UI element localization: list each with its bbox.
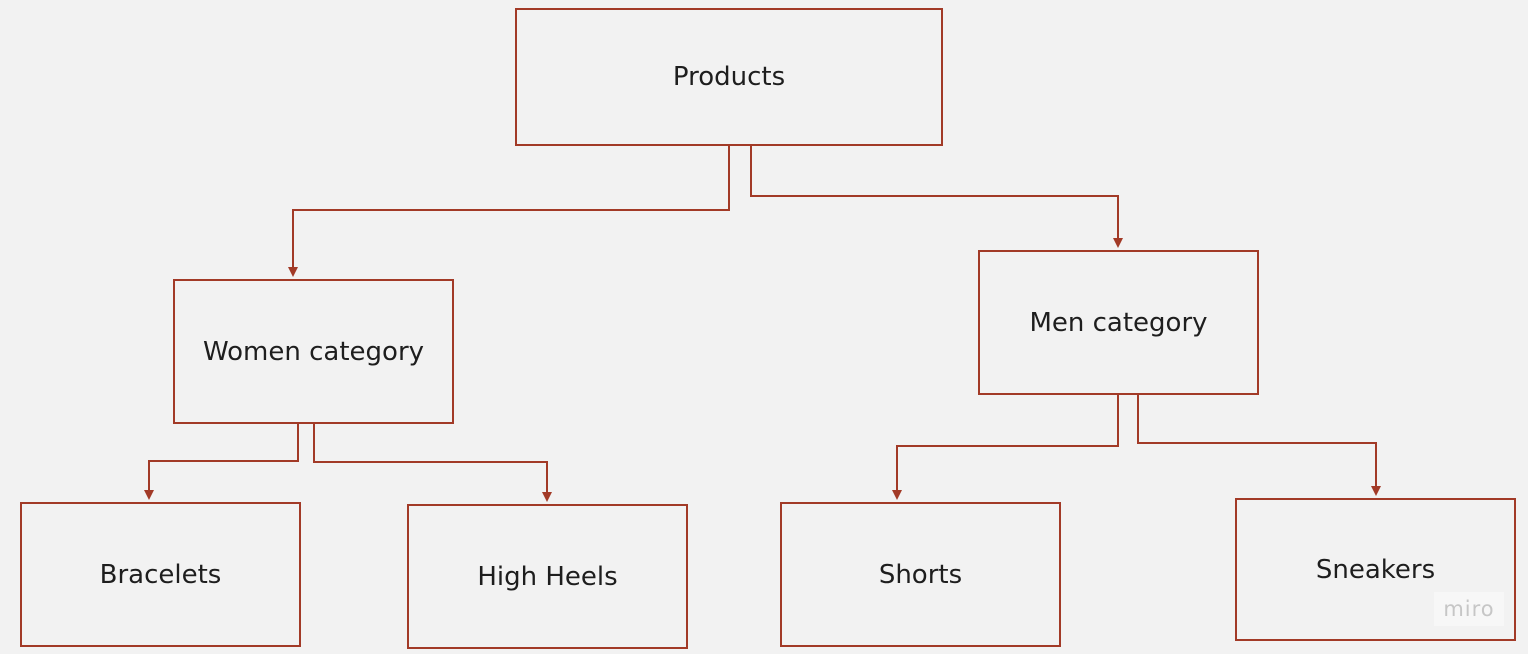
node-shorts-label: Shorts xyxy=(878,559,963,590)
node-bracelets-label: Bracelets xyxy=(99,559,222,590)
node-shorts[interactable]: Shorts xyxy=(780,502,1061,647)
miro-watermark-text: miro xyxy=(1443,597,1495,621)
node-bracelets[interactable]: Bracelets xyxy=(20,502,301,647)
node-men-category[interactable]: Men category xyxy=(978,250,1259,395)
connector-men-shorts xyxy=(892,395,1119,500)
node-products[interactable]: Products xyxy=(515,8,943,146)
node-products-label: Products xyxy=(672,62,786,92)
connector-products-men xyxy=(750,146,1123,248)
node-sneakers-label: Sneakers xyxy=(1315,554,1436,585)
connector-women-bracelets xyxy=(144,424,299,500)
node-high-heels[interactable]: High Heels xyxy=(407,504,688,649)
connector-products-women xyxy=(288,146,730,277)
node-women-category[interactable]: Women category xyxy=(173,279,454,424)
node-men-category-label: Men category xyxy=(1029,307,1208,338)
node-women-category-label: Women category xyxy=(202,336,425,367)
connector-men-sneakers xyxy=(1137,395,1381,496)
connector-women-high-heels xyxy=(313,424,552,502)
miro-watermark: miro xyxy=(1434,592,1504,626)
node-high-heels-label: High Heels xyxy=(477,561,618,592)
